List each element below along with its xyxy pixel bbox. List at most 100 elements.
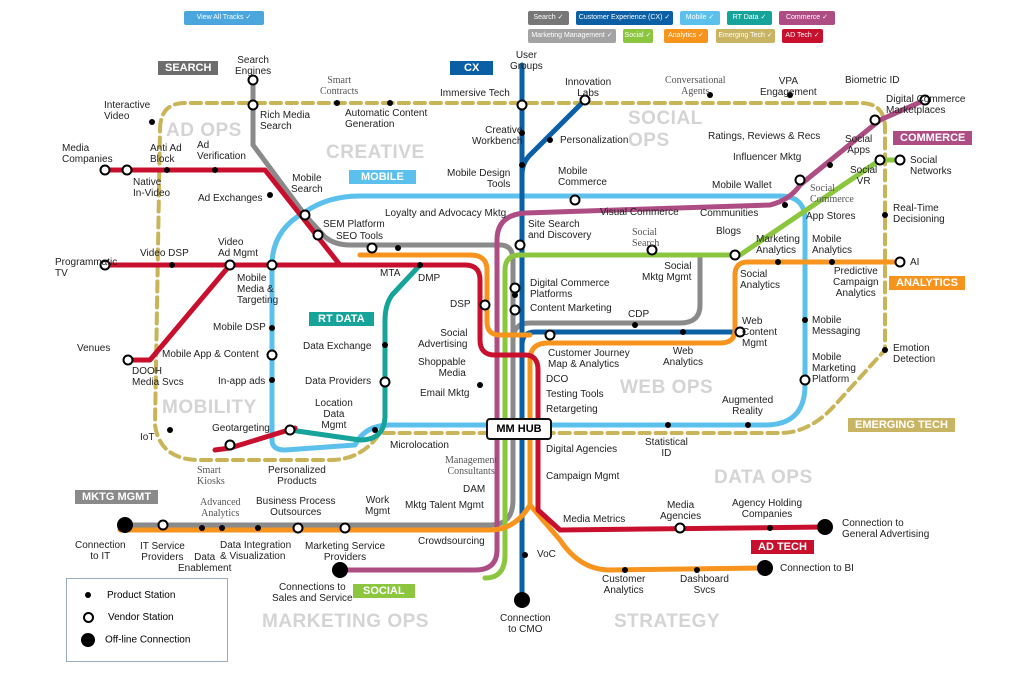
filter-emerging-tech[interactable]: Emerging Tech ✓: [716, 29, 775, 43]
station-smart-kiosks[interactable]: Smart Kiosks: [197, 465, 225, 487]
vendor-station-icon[interactable]: [224, 439, 236, 451]
vendor-station-icon[interactable]: [509, 304, 521, 316]
vendor-station-icon[interactable]: [266, 259, 278, 271]
station-media-companies[interactable]: Media Companies: [62, 143, 113, 165]
product-station-icon[interactable]: [767, 525, 773, 531]
station-biometric[interactable]: Biometric ID: [845, 75, 900, 86]
station-interactive-video[interactable]: Interactive Video: [104, 100, 151, 122]
vendor-station-icon[interactable]: [366, 242, 378, 254]
station-ai[interactable]: AI: [910, 257, 920, 268]
product-station-icon[interactable]: [802, 317, 808, 323]
station-advanced-analytics[interactable]: Advanced Analytics: [200, 497, 241, 519]
station-search-engines[interactable]: Search Engines: [235, 55, 272, 77]
station-video-dsp[interactable]: Video DSP: [140, 248, 189, 259]
product-station-icon[interactable]: [269, 325, 275, 331]
vendor-station-icon[interactable]: [339, 522, 351, 534]
filter-analytics[interactable]: Analytics ✓: [664, 29, 708, 43]
station-in-app[interactable]: In-app ads: [218, 376, 266, 387]
station-agency-holding[interactable]: Agency Holding Companies: [732, 498, 803, 520]
vendor-station-icon[interactable]: [479, 299, 491, 311]
station-conn-sales[interactable]: Connections to Sales and Service: [272, 582, 353, 604]
station-media-agencies[interactable]: Media Agencies: [660, 500, 702, 522]
vendor-station-icon[interactable]: [516, 99, 528, 111]
vendor-station-icon[interactable]: [874, 154, 886, 166]
product-station-icon[interactable]: [395, 245, 401, 251]
vendor-station-icon[interactable]: [284, 424, 296, 436]
filter-search[interactable]: Search ✓: [528, 11, 569, 25]
station-msp[interactable]: Marketing Service Providers: [305, 541, 386, 563]
product-station-icon[interactable]: [169, 262, 175, 268]
station-bpo[interactable]: Business Process Outsources: [256, 496, 336, 518]
station-it-providers[interactable]: IT Service Providers: [140, 541, 185, 563]
station-social-networks[interactable]: Social Networks: [910, 155, 952, 177]
vendor-station-icon[interactable]: [646, 244, 658, 256]
station-campaign[interactable]: Campaign Mgmt: [546, 471, 620, 482]
station-dcm[interactable]: Digital Commerce Marketplaces: [886, 94, 966, 116]
product-station-icon[interactable]: [417, 262, 423, 268]
station-dam[interactable]: DAM: [463, 484, 486, 495]
vendor-station-icon[interactable]: [247, 74, 259, 86]
product-station-icon[interactable]: [149, 119, 155, 125]
filter-marketing-management[interactable]: Marketing Management ✓: [528, 29, 616, 43]
station-venues[interactable]: Venues: [77, 343, 111, 354]
offline-connection-icon[interactable]: [514, 592, 530, 608]
offline-connection-icon[interactable]: [757, 560, 773, 576]
station-sem[interactable]: SEM Platform: [323, 219, 385, 230]
station-emotion[interactable]: Emotion Detection: [893, 343, 936, 365]
station-media-metrics[interactable]: Media Metrics: [563, 514, 626, 525]
station-voc[interactable]: VoC: [537, 549, 556, 560]
station-conn-bi[interactable]: Connection to BI: [780, 563, 854, 574]
product-station-icon[interactable]: [694, 567, 700, 573]
vendor-station-icon[interactable]: [509, 282, 521, 294]
station-loyalty[interactable]: Loyalty and Advocacy Mktg: [385, 208, 507, 219]
station-customer-analytics[interactable]: Customer Analytics: [602, 574, 646, 596]
product-station-icon[interactable]: [267, 192, 273, 198]
station-crowdsourcing[interactable]: Crowdsourcing: [418, 536, 485, 547]
product-station-icon[interactable]: [372, 427, 378, 433]
vendor-station-icon[interactable]: [312, 229, 324, 241]
filter-commerce[interactable]: Commerce ✓: [779, 11, 835, 25]
station-vpa[interactable]: VPA Engagement: [760, 76, 817, 98]
offline-connection-icon[interactable]: [332, 562, 348, 578]
product-station-icon[interactable]: [882, 347, 888, 353]
product-station-icon[interactable]: [632, 322, 638, 328]
station-data-providers[interactable]: Data Providers: [305, 376, 372, 387]
station-programmatic[interactable]: Programmatic TV: [55, 257, 118, 279]
filter-rt-data[interactable]: RT Data ✓: [727, 11, 772, 25]
station-shoppable[interactable]: Shoppable Media: [418, 357, 466, 379]
station-ad-exchanges[interactable]: Ad Exchanges: [198, 193, 263, 204]
station-dco[interactable]: DCO: [546, 374, 569, 385]
filter-mobile[interactable]: Mobile ✓: [680, 11, 720, 25]
station-dooh[interactable]: DOOH Media Svcs: [132, 366, 184, 388]
station-mobile-wallet[interactable]: Mobile Wallet: [712, 180, 772, 191]
station-digital-agencies[interactable]: Digital Agencies: [546, 444, 618, 455]
station-mobile-analytics[interactable]: Mobile Analytics: [812, 234, 853, 256]
station-cjm[interactable]: Customer Journey Map & Analytics: [548, 348, 630, 370]
product-station-icon[interactable]: [745, 422, 751, 428]
product-station-icon[interactable]: [219, 525, 225, 531]
vendor-station-icon[interactable]: [247, 99, 259, 111]
station-social-commerce[interactable]: Social Commerce: [810, 183, 854, 205]
vendor-station-icon[interactable]: [799, 374, 811, 386]
filter-customer-experience-cx[interactable]: Customer Experience (CX) ✓: [576, 11, 673, 25]
station-mobile-media[interactable]: Mobile Media & Targeting: [237, 273, 279, 306]
station-data-integration[interactable]: Data Integration & Visualization: [220, 540, 292, 562]
station-marketing-analytics[interactable]: Marketing Analytics: [756, 234, 800, 256]
vendor-station-icon[interactable]: [379, 376, 391, 388]
product-station-icon[interactable]: [775, 259, 781, 265]
vendor-station-icon[interactable]: [99, 259, 111, 271]
mm-hub[interactable]: MM HUB: [486, 418, 552, 440]
vendor-station-icon[interactable]: [729, 249, 741, 261]
station-microlocation[interactable]: Microlocation: [390, 440, 449, 451]
station-user-groups[interactable]: User Groups: [510, 50, 543, 72]
station-retargeting[interactable]: Retargeting: [546, 404, 598, 415]
vendor-station-icon[interactable]: [919, 94, 931, 106]
station-social-vr[interactable]: Social VR: [850, 165, 878, 187]
station-site-search[interactable]: Site Search and Discovery: [528, 219, 592, 241]
station-app-stores[interactable]: App Stores: [806, 211, 856, 222]
product-station-icon[interactable]: [547, 137, 553, 143]
station-personalization[interactable]: Personalization: [560, 135, 629, 146]
product-station-icon[interactable]: [827, 162, 833, 168]
vendor-station-icon[interactable]: [121, 164, 133, 176]
station-personalized[interactable]: Personalized Products: [268, 465, 326, 487]
